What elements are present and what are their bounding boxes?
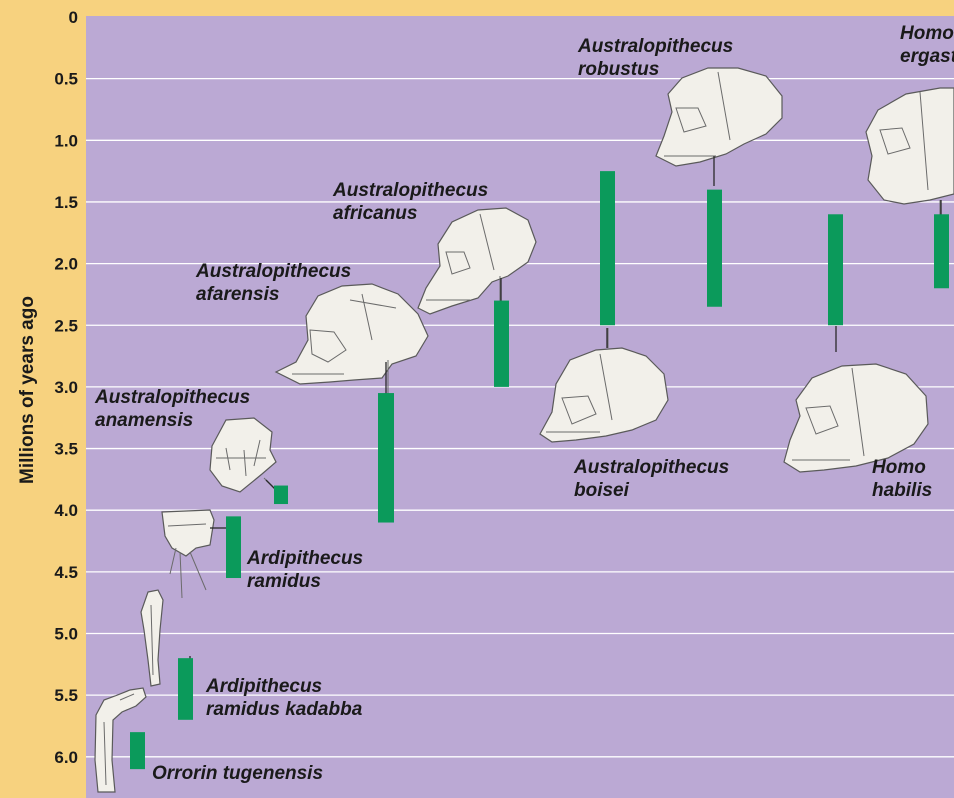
range-bar-orrorin-tugenensis <box>130 732 145 769</box>
y-tick-label: 3.5 <box>54 440 78 459</box>
y-tick-label: 1.0 <box>54 131 78 150</box>
range-bar-australopithecus-boisei <box>600 171 615 325</box>
y-tick-label: 1.5 <box>54 193 78 212</box>
y-tick-label: 3.0 <box>54 378 78 397</box>
range-bar-homo-habilis <box>828 214 843 325</box>
range-bar-ardipithecus-ramidus <box>226 516 241 578</box>
y-tick-label: 5.5 <box>54 686 78 705</box>
y-tick-label: 4.5 <box>54 563 78 582</box>
range-bar-homo-ergaster <box>934 214 949 288</box>
range-bar-ardipithecus-ramidus-kadabba <box>178 658 193 720</box>
y-tick-label: 2.0 <box>54 255 78 274</box>
y-axis-ticks: 0 0.5 1.0 1.5 2.0 2.5 3.0 3.5 4.0 4.5 5.0 5.5 6.0 <box>54 8 78 767</box>
y-tick-label: 4.0 <box>54 501 78 520</box>
y-tick-label: 0.5 <box>54 70 78 89</box>
y-axis-title: Millions of years ago <box>17 296 38 484</box>
y-tick-label: 2.5 <box>54 316 78 335</box>
y-tick-label: 6.0 <box>54 748 78 767</box>
range-bar-australopithecus-afarensis <box>378 393 394 522</box>
y-tick-label: 5.0 <box>54 625 78 644</box>
y-tick-label: 0 <box>69 8 78 27</box>
species-label-orrorin-tugenensis: Orrorin tugenensis <box>152 763 323 784</box>
range-bar-australopithecus-africanus <box>494 301 509 387</box>
range-bar-australopithecus-anamensis <box>274 486 288 504</box>
range-bar-australopithecus-robustus <box>707 190 722 307</box>
